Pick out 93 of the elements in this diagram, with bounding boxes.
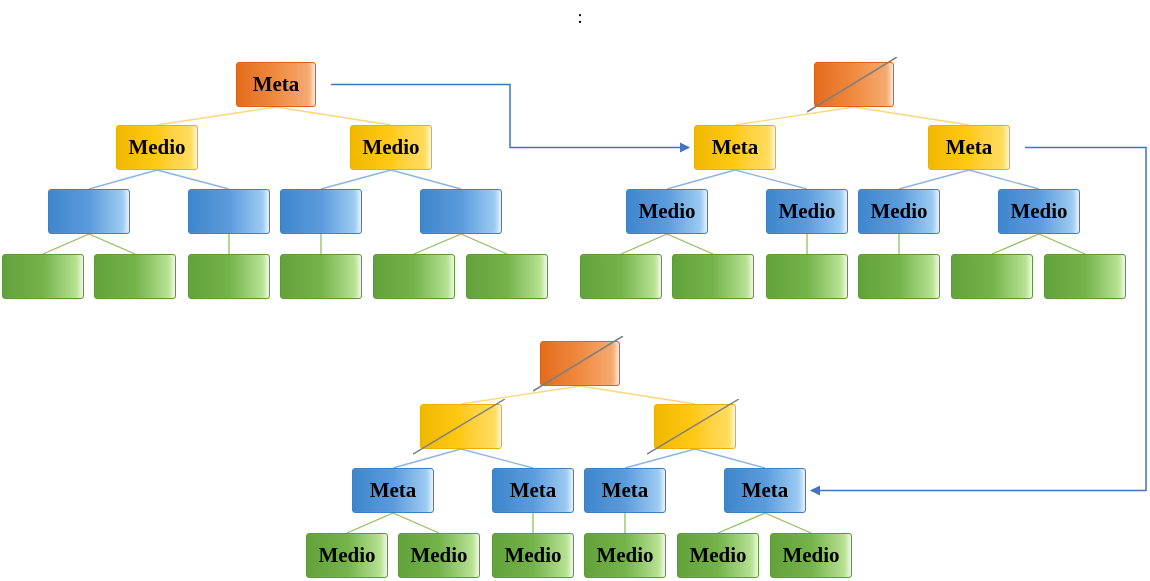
box-label: Meta bbox=[509, 480, 557, 501]
connector-line bbox=[991, 233, 1040, 255]
connector-line bbox=[898, 233, 900, 255]
goal-box bbox=[236, 62, 316, 107]
box-label: Meta bbox=[711, 137, 759, 158]
connector-line bbox=[734, 106, 855, 126]
goal-box bbox=[626, 189, 708, 234]
connector-line bbox=[390, 169, 462, 190]
connector-line bbox=[392, 448, 462, 469]
connector-line bbox=[88, 233, 136, 255]
connector-line bbox=[413, 233, 462, 255]
connector-line bbox=[666, 233, 714, 255]
connector-line bbox=[460, 448, 534, 469]
connector-line bbox=[968, 169, 1040, 190]
goal-box bbox=[398, 533, 480, 578]
arrow bbox=[809, 146, 1147, 496]
empty-box bbox=[1044, 254, 1126, 299]
goal-box bbox=[306, 533, 388, 578]
empty-box bbox=[766, 254, 848, 299]
empty-box bbox=[951, 254, 1033, 299]
connector-line bbox=[806, 233, 808, 255]
box-label: Meta bbox=[741, 480, 789, 501]
goal-box bbox=[584, 468, 666, 513]
connector-line bbox=[320, 233, 322, 255]
empty-box bbox=[466, 254, 548, 299]
box-label: Medio bbox=[870, 201, 928, 222]
empty-box bbox=[858, 254, 940, 299]
box-label: Medio bbox=[318, 545, 376, 566]
connector-line bbox=[460, 233, 508, 255]
empty-box bbox=[373, 254, 455, 299]
goal-box bbox=[858, 189, 940, 234]
connector-line bbox=[624, 512, 626, 534]
connector-line bbox=[620, 233, 668, 255]
connector-line bbox=[1038, 233, 1086, 255]
connector-line bbox=[853, 106, 970, 126]
goal-box bbox=[928, 125, 1010, 170]
box-label: Medio bbox=[128, 137, 186, 158]
empty-box bbox=[2, 254, 84, 299]
empty-box bbox=[580, 254, 662, 299]
box-label: Meta bbox=[945, 137, 993, 158]
connector-line bbox=[764, 512, 812, 534]
connector-line bbox=[275, 106, 392, 126]
connector-line bbox=[228, 233, 230, 255]
goal-box bbox=[116, 125, 198, 170]
connector-line bbox=[156, 106, 277, 126]
box-label: Meta bbox=[601, 480, 649, 501]
box-label: Medio bbox=[504, 545, 562, 566]
empty-box bbox=[188, 254, 270, 299]
connector-line bbox=[88, 169, 158, 190]
box-label: Medio bbox=[689, 545, 747, 566]
goal-box bbox=[998, 189, 1080, 234]
connector-line bbox=[460, 385, 581, 405]
arrow bbox=[330, 83, 691, 153]
connector-line bbox=[156, 169, 230, 190]
goal-box bbox=[724, 468, 806, 513]
box-label: Meta bbox=[252, 74, 300, 95]
goal-box bbox=[694, 125, 776, 170]
connector-line bbox=[898, 169, 970, 190]
empty-box bbox=[672, 254, 754, 299]
box-label: Medio bbox=[1010, 201, 1068, 222]
empty-box bbox=[48, 189, 130, 234]
goal-box bbox=[770, 533, 852, 578]
connector-line bbox=[666, 169, 736, 190]
empty-box bbox=[188, 189, 270, 234]
connector-line bbox=[320, 169, 392, 190]
goal-box bbox=[352, 468, 434, 513]
goal-box bbox=[677, 533, 759, 578]
connector-line bbox=[694, 448, 766, 469]
empty-box bbox=[420, 189, 502, 234]
goal-box bbox=[350, 125, 432, 170]
empty-box bbox=[280, 254, 362, 299]
empty-box bbox=[94, 254, 176, 299]
title: : bbox=[576, 6, 584, 29]
box-label: Medio bbox=[778, 201, 836, 222]
connector-line bbox=[734, 169, 808, 190]
connector-line bbox=[532, 512, 534, 534]
goal-box bbox=[492, 468, 574, 513]
connector-line bbox=[624, 448, 696, 469]
box-label: Medio bbox=[410, 545, 468, 566]
empty-box bbox=[280, 189, 362, 234]
box-label: Meta bbox=[369, 480, 417, 501]
connector-line bbox=[346, 512, 394, 534]
connector-line bbox=[42, 233, 90, 255]
box-label: Medio bbox=[782, 545, 840, 566]
goal-box bbox=[584, 533, 666, 578]
goal-box bbox=[766, 189, 848, 234]
box-label: Medio bbox=[596, 545, 654, 566]
box-label: Medio bbox=[638, 201, 696, 222]
connector-line bbox=[392, 512, 440, 534]
goal-box bbox=[492, 533, 574, 578]
connector-line bbox=[579, 385, 696, 405]
box-label: Medio bbox=[362, 137, 420, 158]
connector-line bbox=[717, 512, 766, 534]
